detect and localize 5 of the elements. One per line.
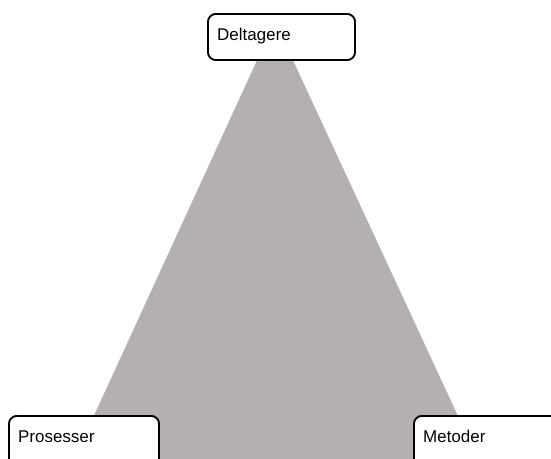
node-label: Metoder	[423, 427, 486, 446]
node-label: Deltagere	[217, 25, 291, 44]
label-box	[207, 13, 356, 61]
label-box	[8, 415, 160, 459]
node-label: Prosesser	[18, 427, 95, 446]
